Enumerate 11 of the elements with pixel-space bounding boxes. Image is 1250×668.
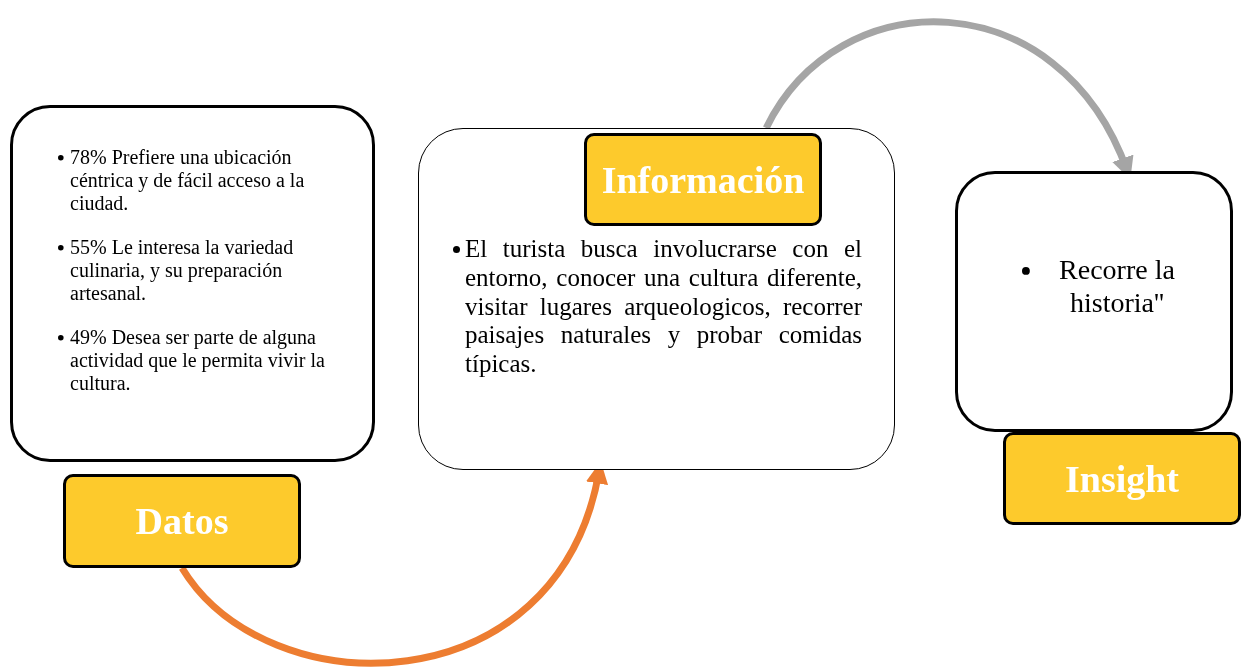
bullet-text: 78% Prefiere una ubicación céntrica y de fácil acceso a la ciudad. bbox=[70, 146, 306, 215]
bullet-text: El turista busca involucrarse con el entorno, conocer una cultura diferente, visitar lugares arqueologicos, recorrer paisajes naturales y probar comidas típicas. bbox=[465, 235, 862, 379]
insight-card bbox=[955, 171, 1233, 432]
data-card bbox=[10, 105, 375, 462]
insight-label: Insight bbox=[1003, 432, 1241, 525]
information-card bbox=[418, 128, 895, 470]
bullet-text: 55% Le interesa la variedad culinaria, y su preparación artesanal. bbox=[70, 236, 295, 305]
data-label: Datos bbox=[63, 474, 301, 568]
bullet-text: Recorre la historia'' bbox=[1058, 254, 1176, 319]
information-label: Información bbox=[584, 133, 822, 226]
bullet-text: 49% Desea ser parte de alguna actividad que le permita vivir la cultura. bbox=[70, 326, 326, 395]
